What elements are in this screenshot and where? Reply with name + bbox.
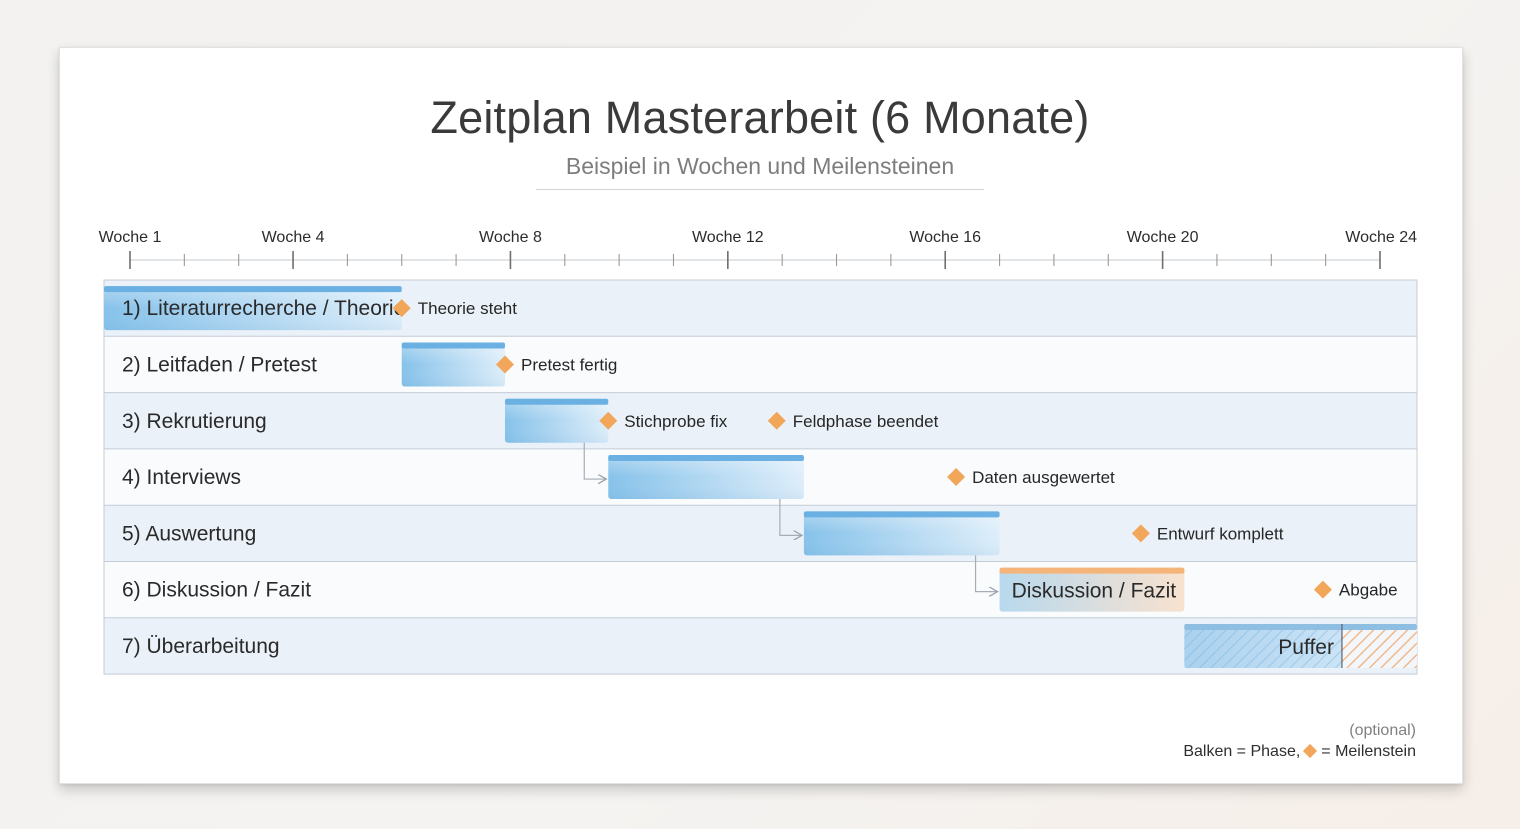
milestone-label: Stichprobe fix — [624, 412, 727, 431]
phase-bar-label: Puffer — [1278, 636, 1334, 659]
dependency-arrow — [779, 499, 802, 535]
time-axis: Woche 1 Woche 4 Woche 8 Woche 12 Woche 16 Woc… — [99, 229, 1417, 269]
dependency-arrow — [583, 442, 606, 479]
dependency-arrows — [583, 442, 998, 592]
phase-bar-top — [608, 455, 804, 462]
axis-tick-label: Woche 1 — [99, 229, 162, 246]
row-labels: 1) Literaturrecherche / Theorie 2) Leitfa… — [122, 297, 405, 658]
row-label: 7) Überarbeitung — [122, 635, 280, 658]
milestone-diamond-icon — [599, 411, 618, 430]
milestone-diamond-icon — [496, 355, 514, 374]
milestone-label: Daten ausgewertet — [972, 468, 1115, 487]
diamond-icon — [1303, 744, 1318, 759]
phase-bar: Diskussion / Fazit — [999, 567, 1185, 612]
chart-subtitle: Beispiel in Wochen und Meilensteinen — [565, 153, 955, 179]
phase-bar-top — [505, 398, 609, 405]
row-background — [104, 392, 1417, 449]
milestone-label: Entwurf komplett — [1157, 524, 1284, 543]
phase-bar — [803, 511, 1000, 556]
row-label: 4) Interviews — [122, 466, 241, 489]
phase-bar-shade — [608, 455, 804, 500]
row-background — [104, 561, 1417, 618]
row-background — [104, 505, 1417, 562]
legend-optional: (optional) — [1349, 722, 1416, 739]
row-label: 3) Rekrutierung — [122, 410, 267, 433]
phase-bar-fill — [999, 567, 1185, 612]
milestone-label: Theorie steht — [418, 299, 517, 318]
table-border — [103, 279, 1418, 675]
dependency-arrow — [974, 555, 998, 591]
axis-tick-label: Woche 8 — [479, 229, 542, 246]
phase-bar — [401, 342, 505, 387]
phase-bar-shade — [401, 342, 505, 387]
phase-bar — [608, 455, 804, 500]
row-label: 2) Leitfaden / Pretest — [122, 353, 317, 376]
milestone-diamond-icon — [767, 411, 786, 430]
phase-bar-top — [999, 567, 1185, 574]
milestone-label: Pretest fertig — [521, 355, 617, 374]
phase-bar: Puffer — [1184, 623, 1417, 668]
phase-bar-top — [1184, 623, 1417, 630]
legend-prefix: Balken = Phase, — [1183, 743, 1301, 760]
phase-bar-shade — [104, 286, 402, 331]
milestone-diamond-icon — [1131, 524, 1150, 543]
milestone-label: Abgabe — [1339, 581, 1398, 600]
phase-bar-hatch — [1184, 623, 1342, 668]
row-label: 1) Literaturrecherche / Theorie — [122, 297, 405, 320]
phase-bar-shade — [803, 511, 1000, 556]
phase-bar-label: Diskussion / Fazit — [1012, 580, 1177, 603]
axis-tick-label: Woche 4 — [262, 229, 325, 246]
milestone-diamond-icon — [947, 468, 966, 487]
phase-bar — [104, 286, 402, 331]
row-label: 6) Diskussion / Fazit — [122, 579, 311, 602]
chart-title: Zeitplan Masterarbeit (6 Monate) — [430, 92, 1090, 143]
axis-tick-label: Woche 24 — [1345, 229, 1417, 246]
milestone-label: Feldphase beendet — [793, 412, 939, 431]
subtitle-divider — [536, 189, 984, 190]
axis-tick-label: Woche 16 — [909, 229, 981, 246]
milestone-diamond-icon — [1313, 580, 1332, 599]
axis-tick-label: Woche 20 — [1127, 229, 1199, 246]
legend-suffix: = Meilenstein — [1321, 743, 1416, 760]
milestone-diamond-icon — [392, 299, 411, 318]
legend: (optional) Balken = Phase, = Meilenstein — [1183, 720, 1416, 762]
phase-bar-shade — [505, 398, 609, 443]
phase-bar-top — [803, 511, 1000, 518]
row-label: 5) Auswertung — [122, 522, 256, 545]
phase-bar — [505, 398, 609, 443]
axis-tick-label: Woche 12 — [692, 229, 764, 246]
buffer-hatch — [1341, 623, 1417, 668]
phase-bar-top — [401, 342, 505, 349]
phase-bar-top — [104, 286, 402, 293]
row-background — [104, 336, 1417, 393]
legend-line: Balken = Phase, = Meilenstein — [1183, 741, 1416, 762]
